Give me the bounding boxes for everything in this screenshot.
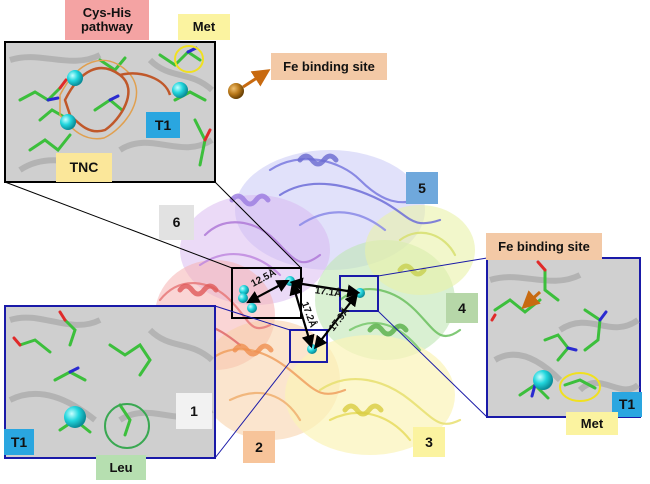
cys-his-pathway-label: Cys-His pathway xyxy=(65,0,149,40)
t1-label-top: T1 xyxy=(146,112,180,138)
domain-6-label: 6 xyxy=(159,205,194,240)
fe-binding-site-label-top: Fe binding site xyxy=(271,53,387,80)
inset-top-left xyxy=(4,41,271,183)
met-label-right: Met xyxy=(566,412,618,435)
t1-label-left: T1 xyxy=(4,429,34,455)
leu-label: Leu xyxy=(96,455,146,480)
t1-label-right: T1 xyxy=(612,392,642,417)
distance-arrows xyxy=(246,277,361,350)
domain-2-label: 2 xyxy=(243,431,275,463)
inset-left xyxy=(4,305,216,459)
met-label-top: Met xyxy=(178,14,230,40)
inset-connectors xyxy=(4,181,488,459)
domain-4-label: 4 xyxy=(446,293,478,323)
domain-5-label: 5 xyxy=(406,172,438,204)
inset-right xyxy=(486,257,641,418)
domain-3-label: 3 xyxy=(413,427,445,457)
domain-1-label: 1 xyxy=(176,393,212,429)
tnc-label: TNC xyxy=(56,153,112,182)
fe-binding-site-label-right: Fe binding site xyxy=(486,233,602,260)
